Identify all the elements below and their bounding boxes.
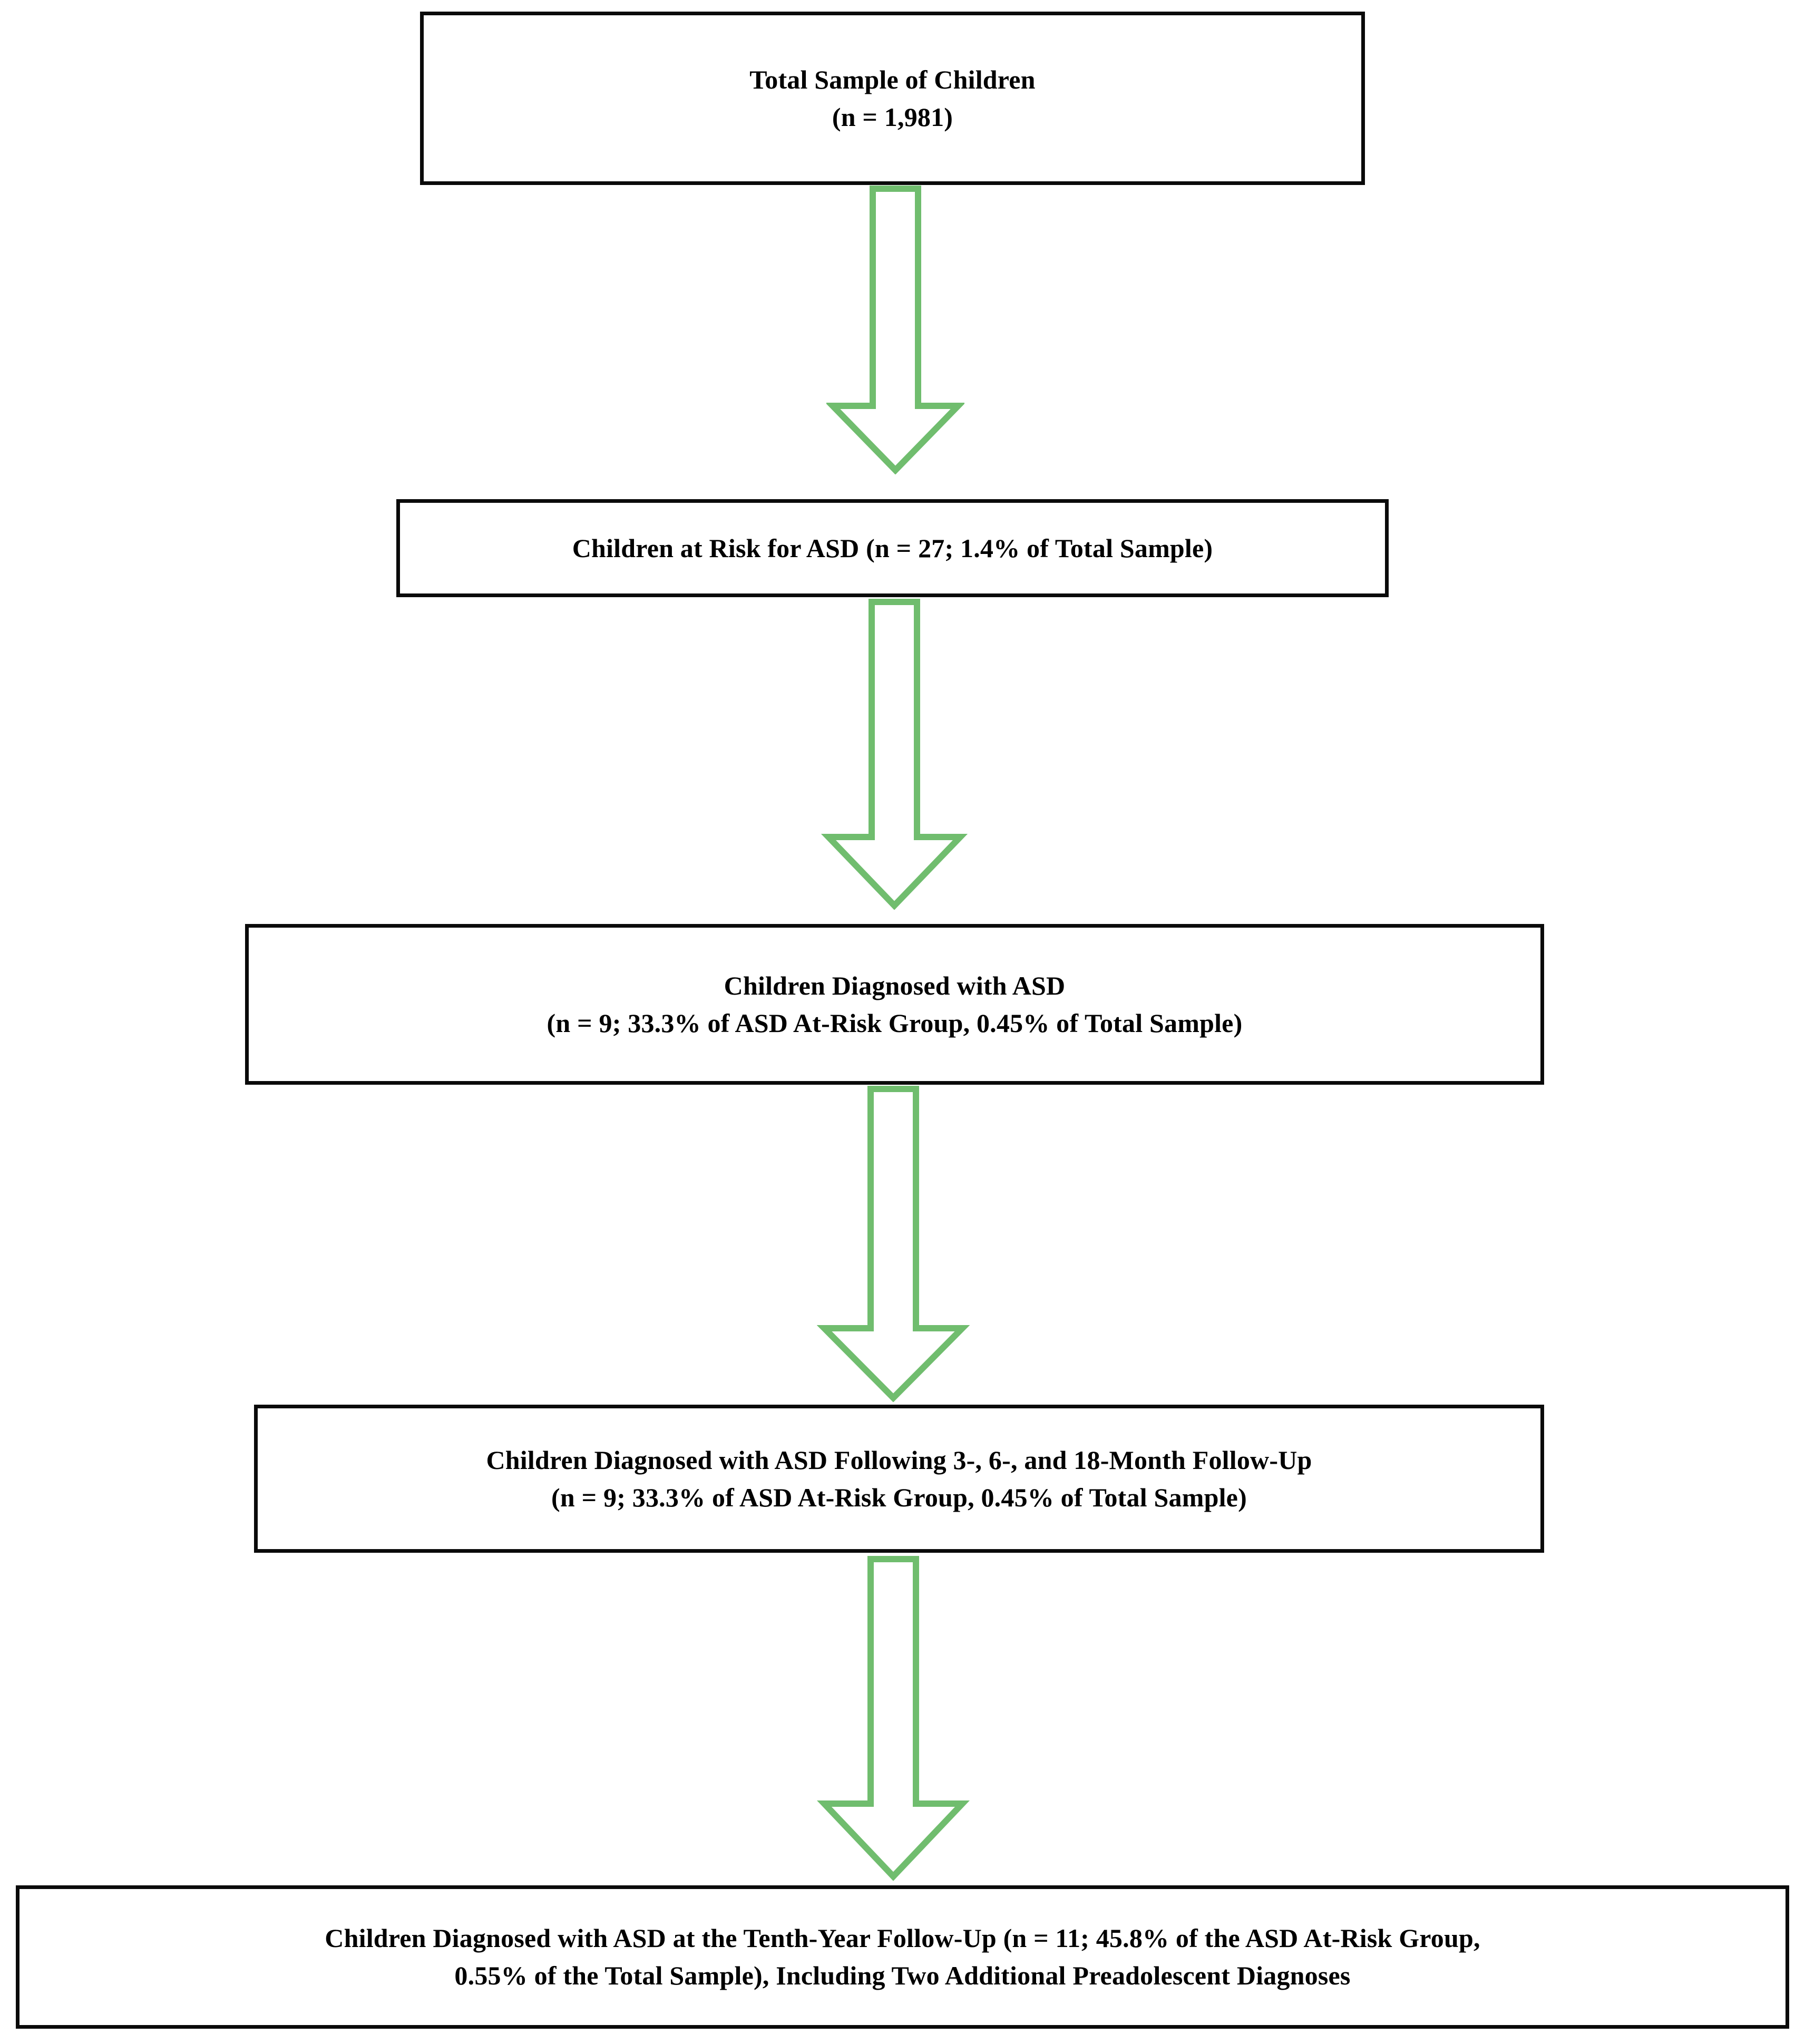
flow-box-total-sample-line-1: Total Sample of Children — [749, 64, 1036, 94]
flow-box-followup-line-1: Children Diagnosed with ASD Following 3-… — [486, 1445, 1312, 1475]
flow-box-followup-line-2: (n = 9; 33.3% of ASD At-Risk Group, 0.45… — [551, 1482, 1247, 1512]
down-arrow-icon-2 — [821, 599, 968, 910]
flow-box-at-risk: Children at Risk for ASD (n = 27; 1.4% o… — [396, 499, 1389, 597]
down-arrow-icon-3 — [817, 1086, 970, 1402]
flow-box-total-sample-line-2: (n = 1,981) — [832, 102, 953, 132]
flow-box-diagnosed: Children Diagnosed with ASD (n = 9; 33.3… — [245, 924, 1544, 1085]
flow-box-tenth-year-line-2: 0.55% of the Total Sample), Including Tw… — [454, 1961, 1351, 1990]
flow-box-diagnosed-line-1: Children Diagnosed with ASD — [724, 970, 1066, 1000]
down-arrow-icon-1 — [826, 186, 964, 474]
flow-box-diagnosed-line-2: (n = 9; 33.3% of ASD At-Risk Group, 0.45… — [547, 1008, 1243, 1038]
flow-box-at-risk-line-1: Children at Risk for ASD (n = 27; 1.4% o… — [572, 533, 1213, 563]
flow-box-tenth-year-line-1: Children Diagnosed with ASD at the Tenth… — [325, 1923, 1480, 1953]
flow-box-tenth-year: Children Diagnosed with ASD at the Tenth… — [16, 1885, 1789, 2029]
flow-box-total-sample: Total Sample of Children (n = 1,981) — [420, 12, 1365, 185]
flow-box-followup: Children Diagnosed with ASD Following 3-… — [254, 1405, 1544, 1553]
down-arrow-icon-4 — [817, 1556, 970, 1882]
